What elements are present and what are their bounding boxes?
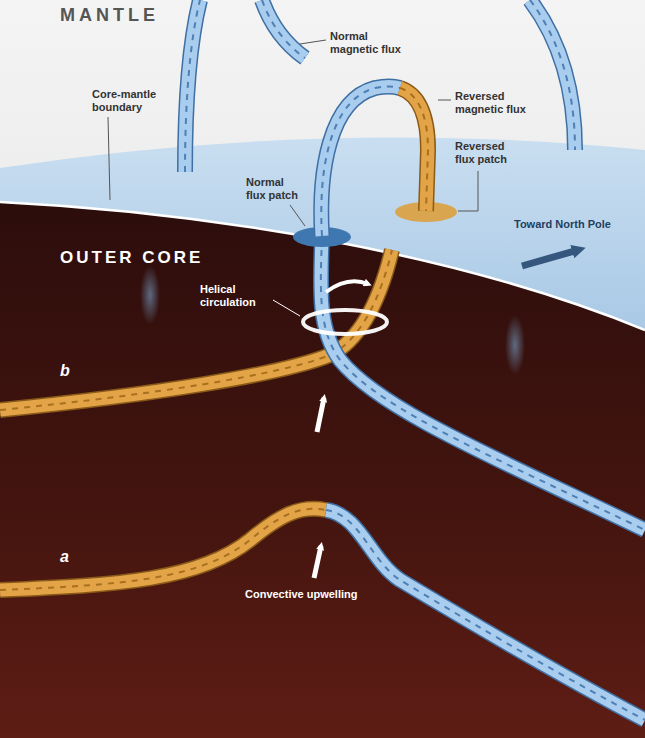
callout-label: Reversed magnetic flux: [455, 90, 540, 115]
panel-letter: a: [60, 548, 90, 566]
panel-letter: b: [60, 362, 90, 380]
callout-label: Core-mantle boundary: [92, 88, 172, 113]
direction-label: Toward North Pole: [514, 218, 639, 231]
callout-label: Normal flux patch: [246, 176, 306, 201]
region-label: MANTLE: [60, 5, 260, 26]
callout-label: Helical circulation: [200, 283, 272, 308]
region-label: OUTER CORE: [60, 248, 260, 268]
callout-label: Normal magnetic flux: [330, 30, 410, 55]
callout-label: Reversed flux patch: [455, 140, 520, 165]
callout-label: Convective upwelling: [245, 588, 405, 601]
